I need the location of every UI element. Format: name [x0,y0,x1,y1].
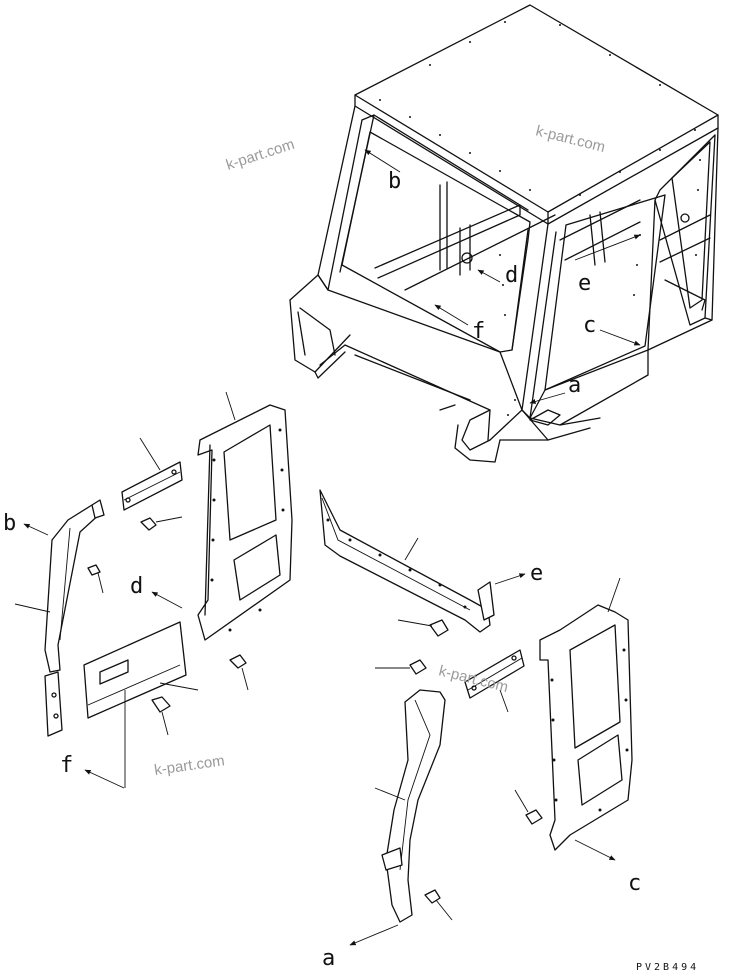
clip-fastener-right-2 [375,659,427,675]
clip-fastener-right-3 [514,789,543,825]
drawing-code: PV2B494 [636,962,699,973]
clip-fastener-left [140,516,183,531]
bolt-left-2 [151,696,171,736]
callout-e-right: e [530,561,543,586]
cab-frame [289,4,719,463]
pillar-trim-right [374,689,446,923]
lower-cover-left [83,621,199,788]
callout-b-left: b [3,511,16,536]
cross-member-right [319,489,495,633]
side-panel-left [197,391,293,641]
clip-fastener-right-1 [397,619,449,637]
side-panel-right [539,577,633,851]
callout-f-left: f [60,753,73,778]
callout-a-bottom: a [322,946,335,971]
callout-b-cab: b [388,169,401,194]
callout-c-right: c [628,871,641,896]
callout-d-cab: d [505,263,518,288]
watermark-2: k-part.com [534,122,607,156]
callout-e-cab: e [578,271,591,296]
callout-f-cab: f [472,319,485,344]
watermark-1: k-part.com [224,136,297,174]
bolt-left-1 [87,564,104,594]
callout-c-cab: c [583,313,596,338]
callout-d-left: d [130,574,143,599]
callout-a-cab: a [568,373,581,398]
watermark-4: k-part.com [153,752,226,779]
pillar-trim-left [14,499,105,737]
clip-fastener-panel [229,654,249,691]
small-plate-upper [121,437,183,511]
small-plate-right [464,649,525,713]
bolt-right-bottom [424,889,453,921]
